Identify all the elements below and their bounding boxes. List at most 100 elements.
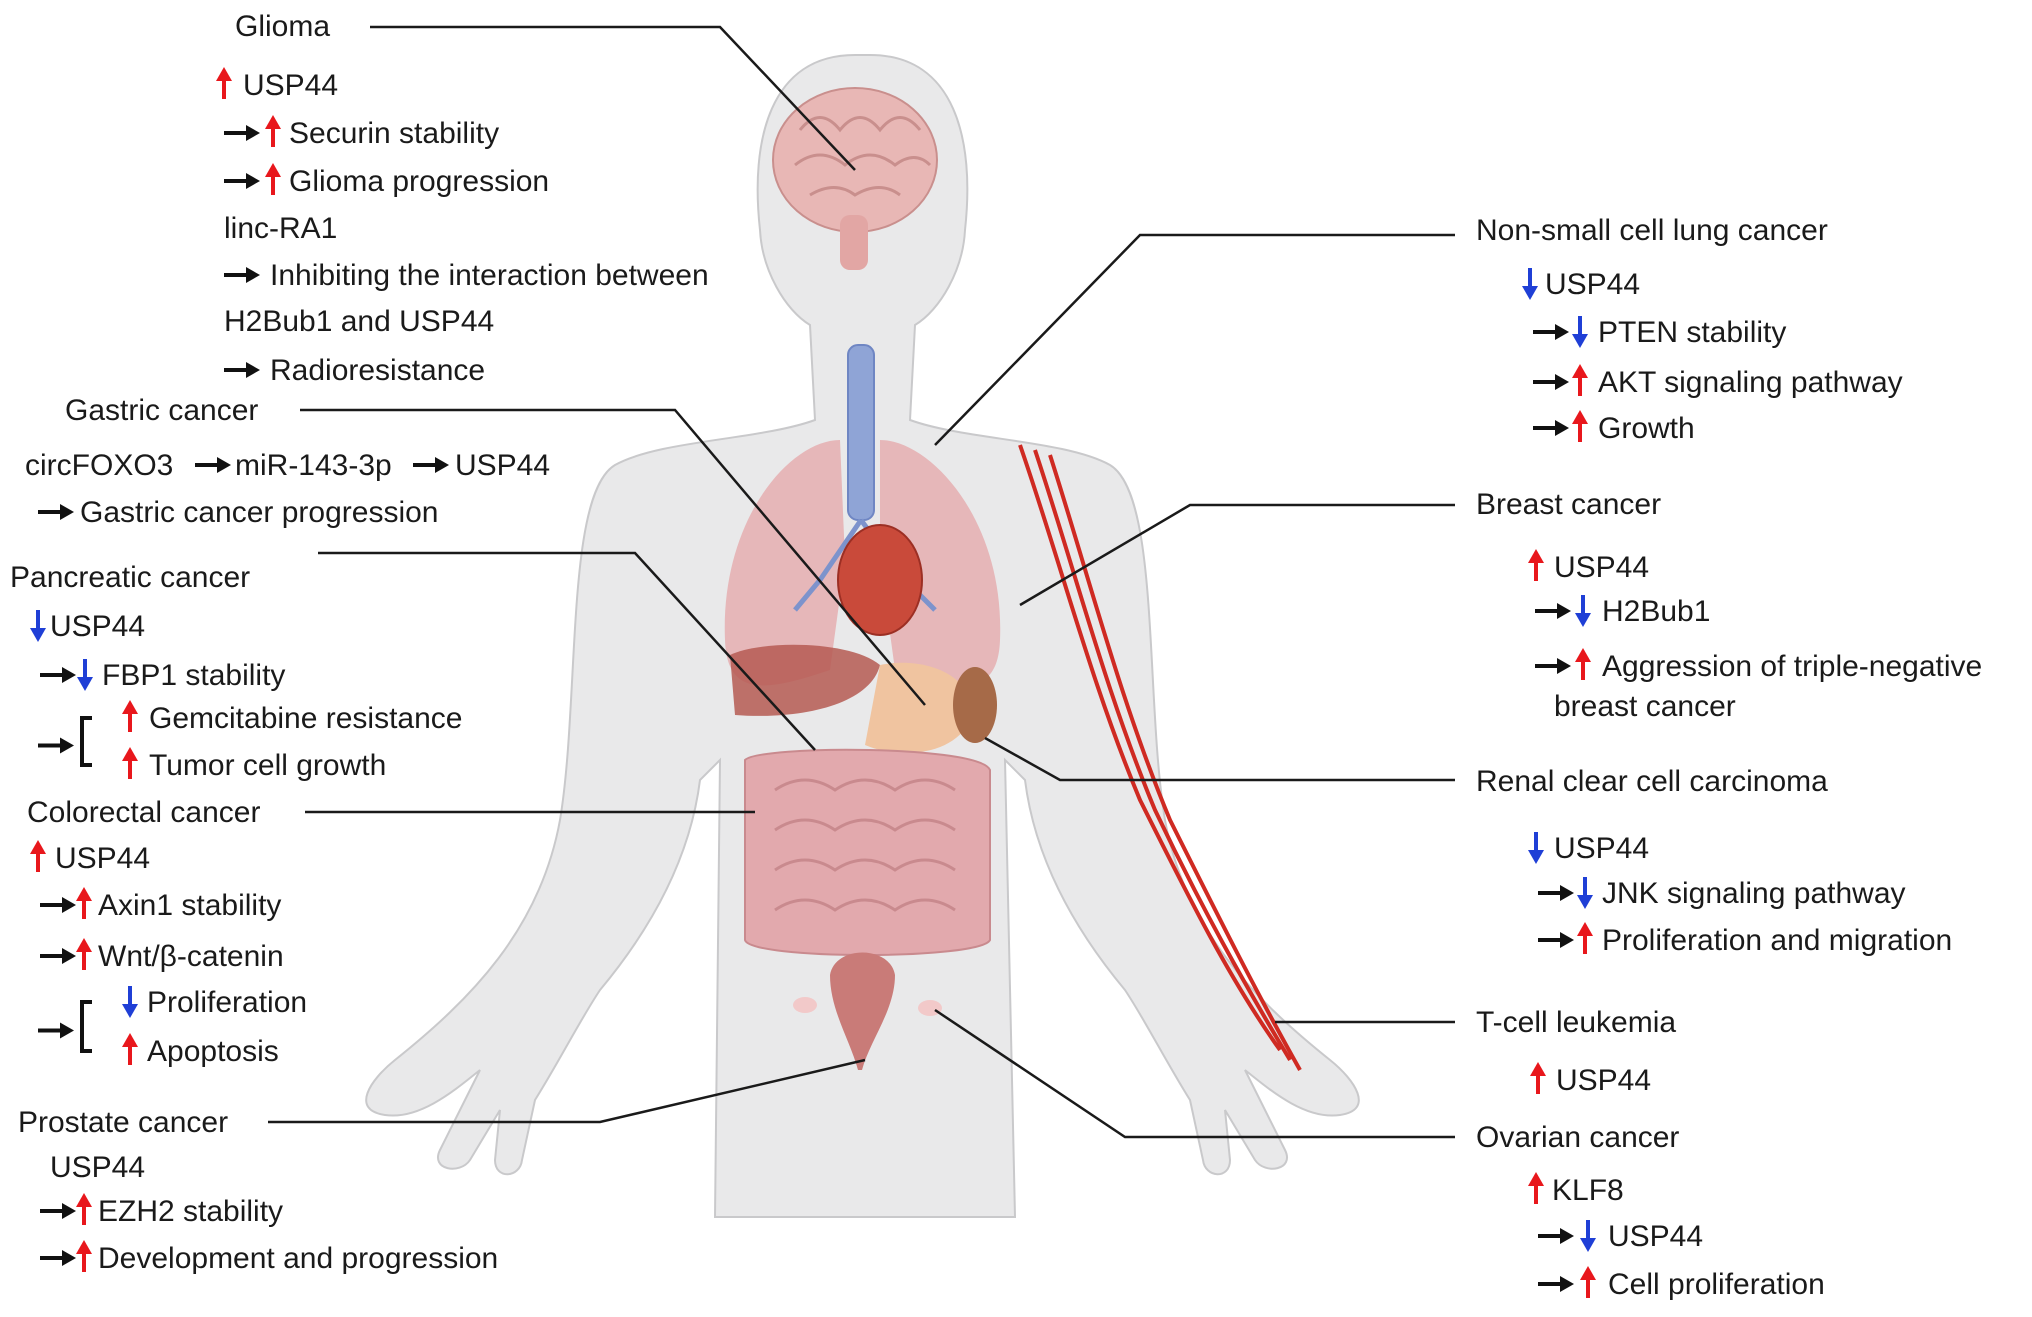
body-illustration bbox=[365, 54, 1360, 1218]
right-arrow-head-icon bbox=[62, 948, 76, 964]
intestines bbox=[744, 748, 991, 956]
nsclc-block: Non-small cell lung cancer USP44 PTEN st… bbox=[1476, 214, 1903, 445]
ovary-left bbox=[793, 997, 817, 1013]
right-lung bbox=[880, 440, 1001, 686]
gastric-line-1a: circFOXO3 bbox=[25, 449, 173, 482]
gastric-line-1b: miR-143-3p bbox=[235, 449, 392, 482]
right-arrow-head-icon bbox=[60, 1022, 74, 1039]
nsclc-line-1: USP44 bbox=[1545, 268, 1640, 301]
up-arrow-head-icon bbox=[122, 747, 138, 761]
tcell-title: T-cell leukemia bbox=[1476, 1006, 1676, 1039]
right-arrow-head-icon bbox=[246, 267, 260, 283]
right-arrow-head-icon bbox=[60, 504, 74, 520]
leader-nsclc bbox=[934, 233, 1455, 446]
right-arrow-head-icon bbox=[246, 125, 260, 141]
right-arrow-head-icon bbox=[1560, 885, 1574, 901]
right-arrow-head-icon bbox=[1560, 1228, 1574, 1244]
pancreatic-line-3: Gemcitabine resistance bbox=[149, 702, 462, 735]
glioma-line-7: Radioresistance bbox=[270, 354, 485, 387]
renal-title: Renal clear cell carcinoma bbox=[1476, 765, 1828, 798]
ovarian-line-3: Cell proliferation bbox=[1608, 1268, 1825, 1301]
glioma-line-1: USP44 bbox=[243, 69, 338, 102]
prostate-line-3: Development and progression bbox=[98, 1242, 498, 1275]
colorectal-line-5: Apoptosis bbox=[147, 1035, 279, 1068]
right-arrow-head-icon bbox=[435, 457, 449, 473]
right-arrow-head-icon bbox=[246, 173, 260, 189]
trachea bbox=[847, 344, 875, 521]
leader-ovarian bbox=[934, 1008, 1455, 1139]
right-arrow-head-icon bbox=[60, 737, 74, 754]
down-arrow-head-icon bbox=[1572, 334, 1588, 348]
bracket-icon bbox=[80, 716, 92, 767]
up-arrow-head-icon bbox=[122, 700, 138, 714]
nsclc-line-2: PTEN stability bbox=[1598, 316, 1786, 349]
gastric-line-1c: USP44 bbox=[455, 449, 550, 482]
up-arrow-head-icon bbox=[30, 840, 46, 854]
up-arrow-head-icon bbox=[122, 1033, 138, 1047]
leader-pancreatic bbox=[318, 551, 816, 751]
down-arrow-head-icon bbox=[77, 677, 93, 691]
right-arrow-head-icon bbox=[1560, 1276, 1574, 1292]
pancreatic-line-2: FBP1 stability bbox=[102, 659, 285, 692]
tcell-block: T-cell leukemia USP44 bbox=[1476, 1006, 1676, 1097]
breast-line-4: breast cancer bbox=[1554, 690, 1736, 723]
up-arrow-head-icon bbox=[76, 938, 92, 952]
right-arrow-head-icon bbox=[217, 457, 231, 473]
indicator-arrows bbox=[30, 67, 1596, 1298]
renal-line-3: Proliferation and migration bbox=[1602, 924, 1952, 957]
up-arrow-head-icon bbox=[1530, 1062, 1546, 1076]
nsclc-title: Non-small cell lung cancer bbox=[1476, 214, 1828, 247]
leader-glioma bbox=[370, 25, 856, 171]
down-arrow-head-icon bbox=[1575, 613, 1591, 627]
ovarian-block: Ovarian cancer KLF8 USP44 Cell prolifera… bbox=[1476, 1121, 1825, 1301]
pancreatic-title: Pancreatic cancer bbox=[10, 561, 250, 594]
right-arrow-head-icon bbox=[62, 1203, 76, 1219]
left-lung bbox=[724, 440, 845, 686]
stomach bbox=[865, 662, 972, 753]
prostate-line-1: USP44 bbox=[50, 1151, 145, 1184]
right-arrow-head-icon bbox=[1557, 658, 1571, 674]
glioma-block: Glioma USP44 Securin stability Glioma pr… bbox=[224, 10, 709, 387]
up-arrow-head-icon bbox=[1528, 549, 1544, 563]
leader-renal bbox=[984, 736, 1455, 782]
pancreatic-line-1: USP44 bbox=[50, 610, 145, 643]
colorectal-line-4: Proliferation bbox=[147, 986, 307, 1019]
up-arrow-head-icon bbox=[76, 1240, 92, 1254]
up-arrow-head-icon bbox=[265, 115, 281, 129]
renal-line-1: USP44 bbox=[1554, 832, 1649, 865]
leader-gastric bbox=[300, 408, 926, 706]
up-arrow-head-icon bbox=[1528, 1172, 1544, 1186]
nsclc-line-3: AKT signaling pathway bbox=[1598, 366, 1903, 399]
pancreatic-block: Pancreatic cancer USP44 FBP1 stability G… bbox=[10, 561, 462, 782]
right-arrow-head-icon bbox=[1560, 932, 1574, 948]
breast-line-3: Aggression of triple-negative bbox=[1602, 650, 1982, 683]
gastric-block: Gastric cancer circFOXO3 miR-143-3p USP4… bbox=[25, 394, 550, 529]
glioma-line-4: linc-RA1 bbox=[224, 212, 337, 245]
down-arrow-head-icon bbox=[30, 628, 46, 642]
glioma-line-5: Inhibiting the interaction between bbox=[270, 259, 709, 292]
heart bbox=[837, 524, 923, 636]
breast-line-2: H2Bub1 bbox=[1602, 595, 1710, 628]
glioma-line-6: H2Bub1 and USP44 bbox=[224, 305, 494, 338]
right-arrow-head-icon bbox=[1555, 324, 1569, 340]
bladder bbox=[830, 952, 895, 1070]
colorectal-block: Colorectal cancer USP44 Axin1 stability … bbox=[27, 796, 307, 1068]
up-arrow-head-icon bbox=[1572, 364, 1588, 378]
right-arrow-head-icon bbox=[1557, 603, 1571, 619]
ovarian-title: Ovarian cancer bbox=[1476, 1121, 1679, 1154]
ovarian-line-2: USP44 bbox=[1608, 1220, 1703, 1253]
down-arrow-head-icon bbox=[1522, 286, 1538, 300]
blood-vessels bbox=[1018, 444, 1302, 1071]
breast-line-1: USP44 bbox=[1554, 551, 1649, 584]
glioma-line-2: Securin stability bbox=[289, 117, 499, 150]
prostate-title: Prostate cancer bbox=[18, 1106, 228, 1139]
kidney bbox=[953, 667, 997, 743]
nsclc-line-4: Growth bbox=[1598, 412, 1695, 445]
glioma-line-3: Glioma progression bbox=[289, 165, 549, 198]
leader-lines bbox=[268, 25, 1455, 1139]
up-arrow-head-icon bbox=[216, 67, 232, 81]
up-arrow-head-icon bbox=[1580, 1266, 1596, 1280]
down-arrow-head-icon bbox=[1528, 850, 1544, 864]
colorectal-line-3: Wnt/β-catenin bbox=[98, 940, 284, 973]
